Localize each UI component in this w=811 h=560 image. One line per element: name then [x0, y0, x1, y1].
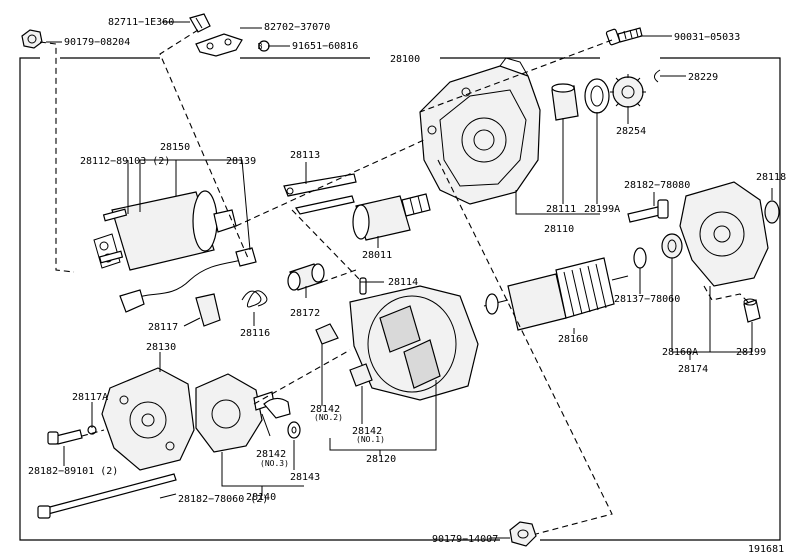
plunger-28172	[287, 263, 325, 291]
yoke-28120	[349, 285, 479, 401]
assembly-line	[159, 29, 249, 259]
label-28182-78060: 28182−78060 (2)	[178, 494, 268, 505]
assembly-line	[703, 285, 749, 303]
spring-28116	[241, 290, 268, 308]
nut-90179-08204	[21, 29, 43, 49]
washer-mark-label: B	[258, 42, 263, 51]
label-28112-89103: 28112−89103 (2)	[80, 156, 170, 167]
label-28110: 28110	[544, 224, 574, 235]
end-frame-28174	[679, 181, 769, 287]
label-28182-78080: 28182−78080	[624, 180, 690, 191]
label-28199A: 28199A	[584, 204, 620, 215]
cap-28118	[764, 200, 780, 224]
bushing-28199	[743, 298, 761, 323]
label-28199: 28199	[736, 347, 766, 358]
assembly-line	[253, 349, 351, 405]
assembly-line	[321, 269, 357, 283]
label-28111: 28111	[546, 204, 576, 215]
bolt-90031-05033	[605, 27, 643, 46]
label-28160: 28160	[558, 334, 588, 345]
label-82702-37070: 82702−37070	[264, 22, 330, 33]
assembly-line	[81, 429, 105, 437]
bearing-28199A	[584, 78, 610, 114]
label-28182-89101: 28182−89101 (2)	[28, 466, 118, 477]
through-bolt-28182-78060	[37, 473, 177, 519]
label-90031-05033: 90031−05033	[674, 32, 740, 43]
terminal-plate-82702	[195, 33, 243, 57]
label-28229: 28229	[688, 72, 718, 83]
assembly-line	[235, 139, 425, 227]
screw-28112	[98, 208, 128, 264]
lever-28113	[283, 173, 357, 215]
label-28114: 28114	[388, 277, 418, 288]
label-no1: (NO.1)	[356, 435, 385, 444]
assembly-frame	[19, 57, 781, 541]
clutch-28011	[352, 193, 431, 241]
assembly-line	[291, 209, 363, 283]
collar-28111	[551, 83, 579, 121]
brush-no3	[263, 397, 291, 419]
armature-28160	[483, 257, 629, 331]
lead-wire-28117	[119, 247, 257, 313]
assembly-line	[419, 39, 613, 113]
pin-28114	[359, 277, 367, 295]
label-28113: 28113	[290, 150, 320, 161]
label-28117: 28117	[148, 322, 178, 333]
pinion-gear-28254	[610, 74, 646, 110]
brush-holder-28140	[195, 373, 275, 453]
bearing-28160A	[661, 233, 683, 259]
boot-28117	[195, 293, 221, 327]
label-no3: (NO.3)	[260, 459, 289, 468]
washer-28137	[633, 247, 647, 269]
label-28120: 28120	[366, 454, 396, 465]
label-28142-no3: 28142	[256, 449, 286, 460]
nut-90179-14007	[509, 521, 537, 547]
assembly-line	[39, 41, 75, 273]
label-28150: 28150	[160, 142, 190, 153]
label-90179-08204: 90179−08204	[64, 37, 130, 48]
housing-28110	[419, 57, 541, 205]
snap-ring-28229	[654, 69, 661, 83]
assembly-line	[437, 159, 613, 535]
brush-spring-28143	[287, 421, 301, 439]
label-28100: 28100	[390, 54, 420, 65]
label-28137-78060: 28137−78060	[614, 294, 680, 305]
label-28172: 28172	[290, 308, 320, 319]
label-28130: 28130	[146, 342, 176, 353]
field-brush-no2	[315, 323, 339, 345]
screw-28182-89101	[47, 429, 83, 445]
bolt-28182-78080	[627, 199, 669, 223]
label-28011: 28011	[362, 250, 392, 261]
label-28174: 28174	[678, 364, 708, 375]
label-28160A: 28160A	[662, 347, 698, 358]
terminal-82711	[189, 13, 211, 33]
label-28116: 28116	[240, 328, 270, 339]
label-90179-14007: 90179−14007	[432, 534, 498, 545]
label-28139: 28139	[226, 156, 256, 167]
figure-number: 191681	[748, 544, 784, 555]
label-91651-60816: 91651−60816	[292, 41, 358, 52]
commutator-end-frame-28130	[101, 367, 195, 471]
field-brush-no1	[349, 363, 373, 387]
label-28117A: 28117A	[72, 392, 108, 403]
label-28140: 28140	[246, 492, 276, 503]
label-28254: 28254	[616, 126, 646, 137]
label-28118: 28118	[756, 172, 786, 183]
label-28142-no1: 28142	[352, 426, 382, 437]
label-no2: (NO.2)	[314, 413, 343, 422]
label-28143: 28143	[290, 472, 320, 483]
label-28142-no2: 28142	[310, 404, 340, 415]
label-82711-1E360: 82711−1E360	[108, 17, 174, 28]
leader-lines	[46, 21, 773, 539]
